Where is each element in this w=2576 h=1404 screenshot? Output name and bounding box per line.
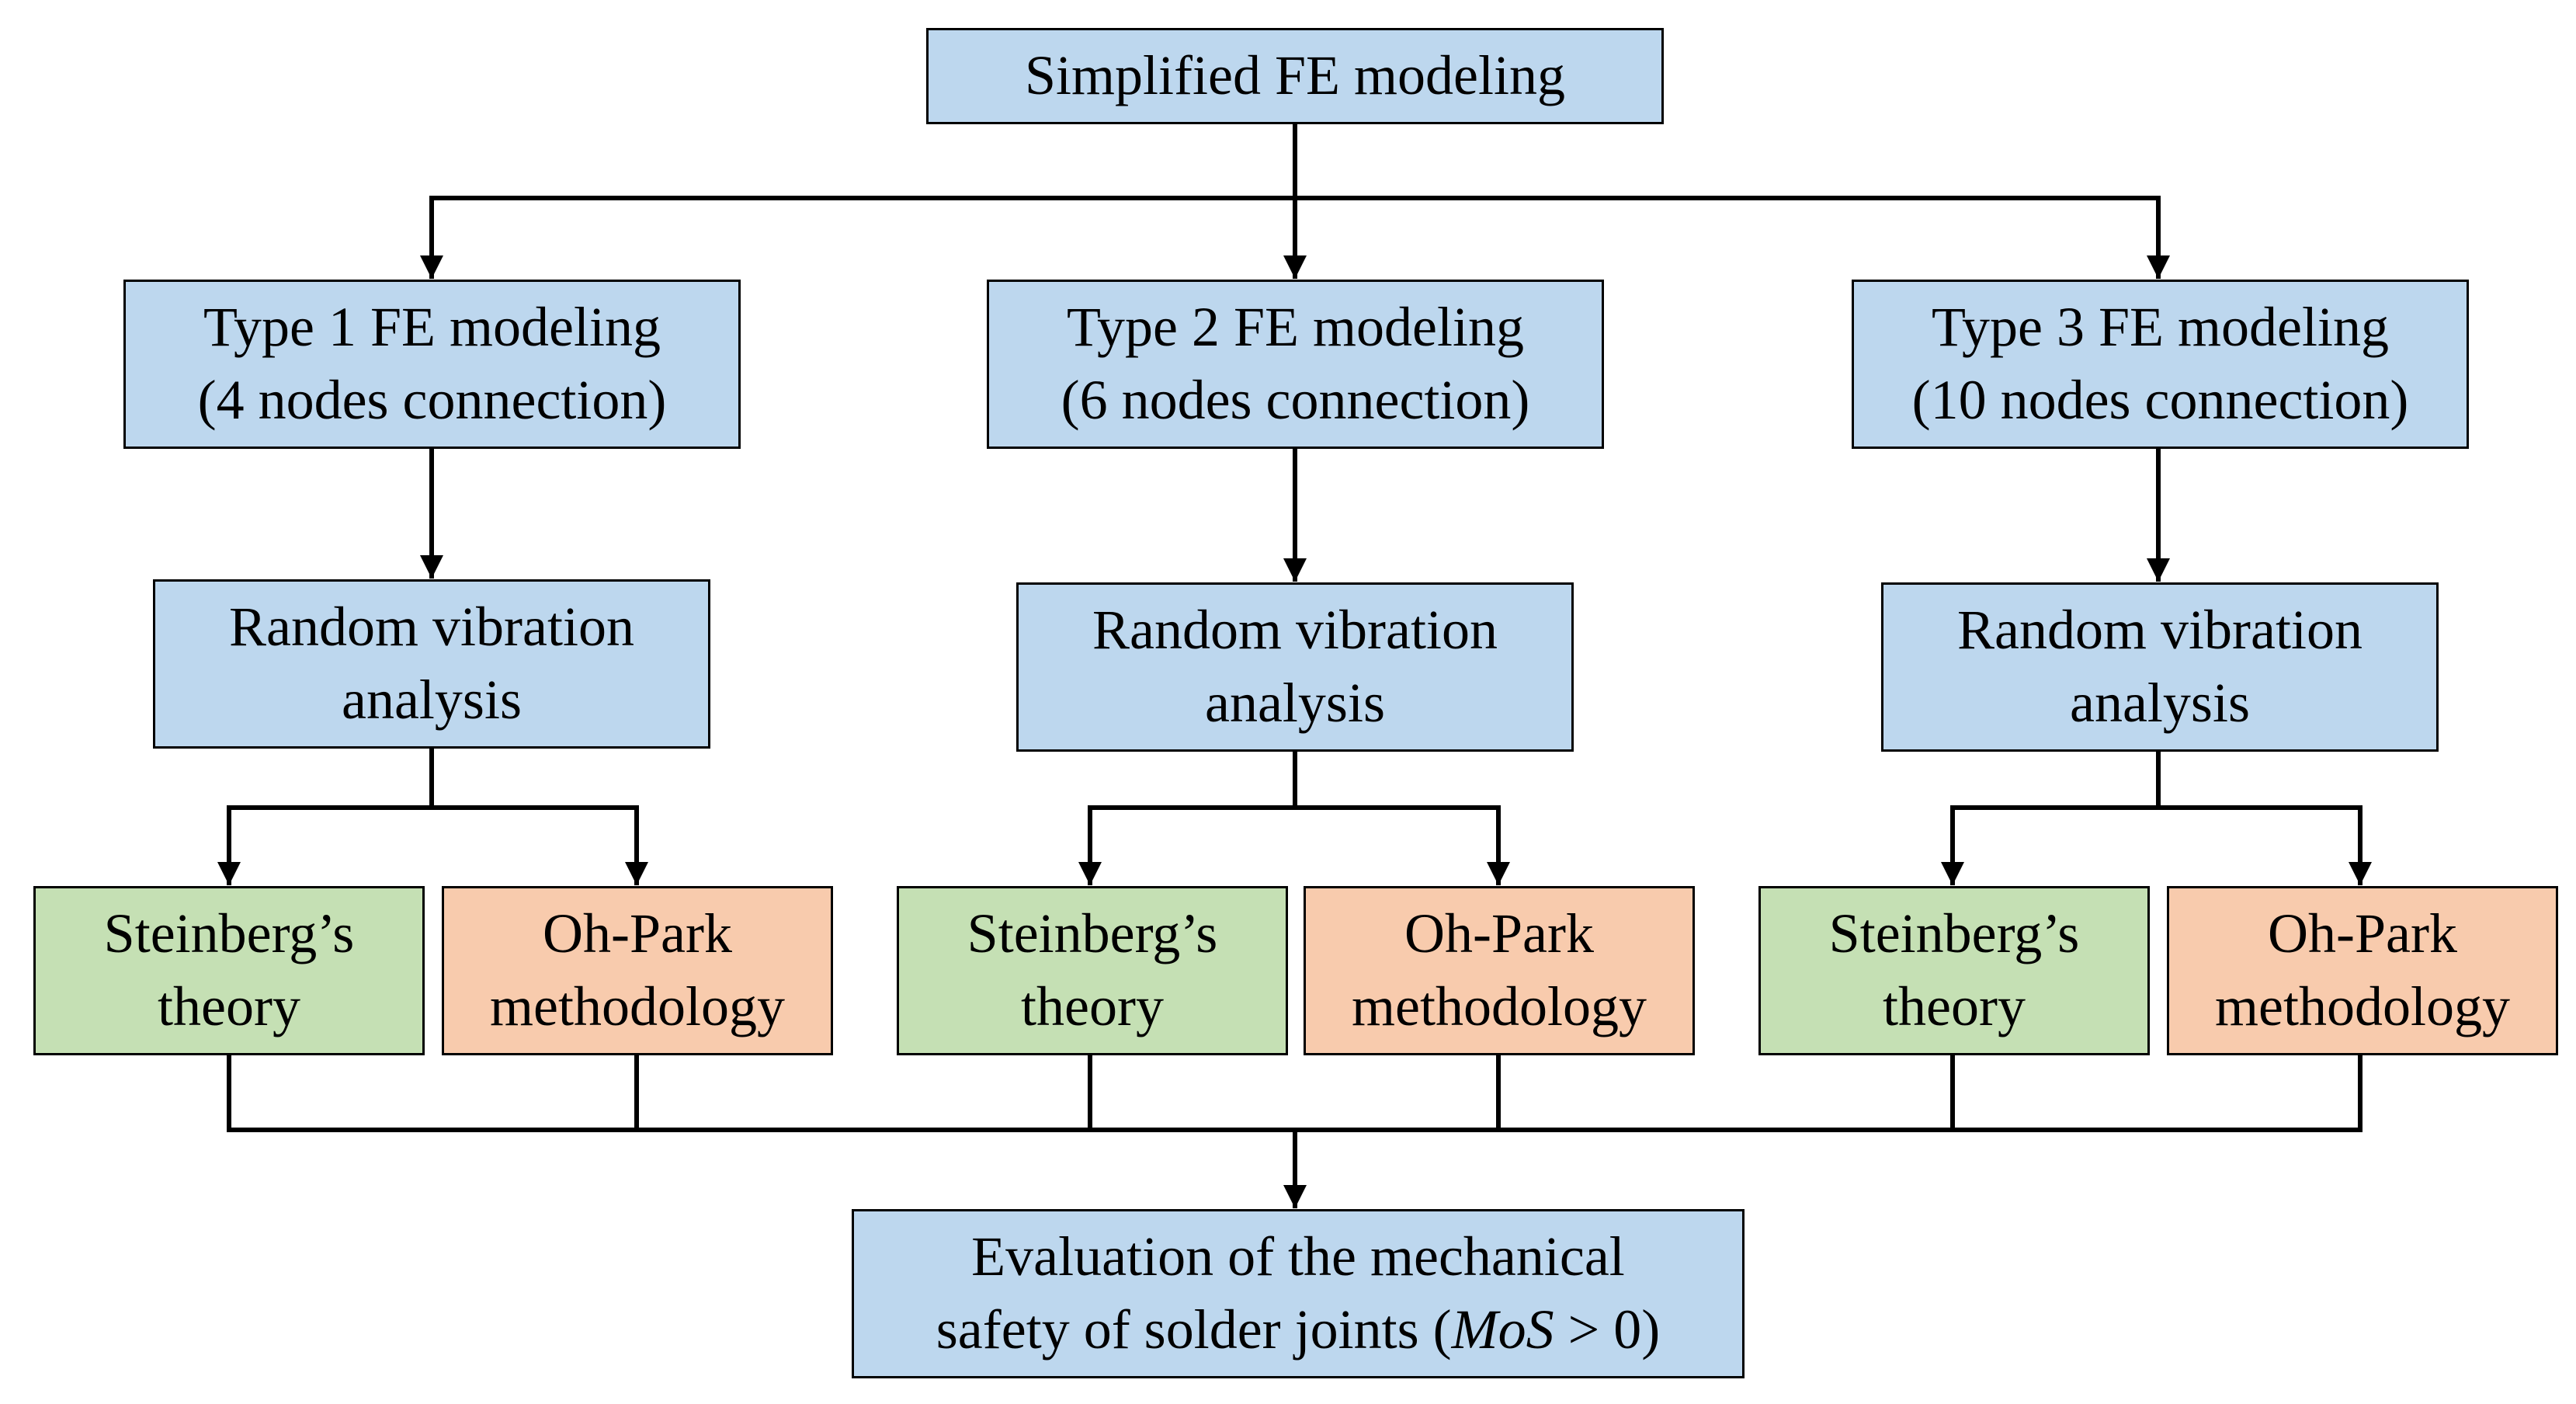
analysis-label-line2: analysis	[342, 669, 522, 731]
type3-subtitle: (10 nodes connection)	[1911, 369, 2409, 431]
ohpark-label-line2: methodology	[1352, 975, 1647, 1037]
analysis-label-line2: analysis	[2070, 672, 2250, 734]
type3-title: Type 3 FE modeling	[1932, 296, 2389, 359]
evaluation-label-line1: Evaluation of the mechanical	[971, 1225, 1625, 1288]
type2-fe-modeling-box: Type 2 FE modeling (6 nodes connection)	[987, 280, 1604, 449]
ohpark-label-line1: Oh-Park	[543, 902, 732, 965]
oh-park-methodology-box-3: Oh-Park methodology	[2167, 886, 2558, 1055]
evaluation-box: Evaluation of the mechanical safety of s…	[852, 1209, 1745, 1378]
random-vibration-analysis-box-3: Random vibration analysis	[1881, 582, 2439, 752]
analysis-label-line1: Random vibration	[1957, 599, 2362, 662]
steinberg-label-line1: Steinberg’s	[967, 902, 1218, 965]
random-vibration-analysis-box-1: Random vibration analysis	[153, 579, 710, 749]
steinberg-theory-box-3: Steinberg’s theory	[1758, 886, 2150, 1055]
oh-park-methodology-box-2: Oh-Park methodology	[1304, 886, 1695, 1055]
type1-title: Type 1 FE modeling	[203, 296, 661, 359]
analysis-label-line2: analysis	[1205, 672, 1385, 734]
random-vibration-analysis-box-2: Random vibration analysis	[1016, 582, 1574, 752]
evaluation-line2-prefix: safety of solder joints (	[936, 1298, 1452, 1361]
steinberg-label-line2: theory	[1021, 975, 1164, 1037]
ohpark-label-line2: methodology	[2215, 975, 2510, 1037]
steinberg-theory-box-1: Steinberg’s theory	[33, 886, 425, 1055]
ohpark-label-line1: Oh-Park	[1404, 902, 1594, 965]
ohpark-label-line2: methodology	[490, 975, 785, 1037]
evaluation-label-line2: safety of solder joints (MoS > 0)	[936, 1294, 1660, 1367]
steinberg-theory-box-2: Steinberg’s theory	[897, 886, 1288, 1055]
evaluation-line2-suffix: > 0)	[1554, 1298, 1661, 1361]
type1-subtitle: (4 nodes connection)	[197, 369, 667, 431]
mos-term: MoS	[1451, 1298, 1554, 1361]
ohpark-label-line1: Oh-Park	[2268, 902, 2457, 965]
simplified-fe-modeling-label: Simplified FE modeling	[1025, 44, 1565, 107]
type3-fe-modeling-box: Type 3 FE modeling (10 nodes connection)	[1852, 280, 2469, 449]
type2-subtitle: (6 nodes connection)	[1061, 369, 1530, 431]
steinberg-label-line1: Steinberg’s	[103, 902, 355, 965]
simplified-fe-modeling-box: Simplified FE modeling	[926, 28, 1664, 124]
type1-fe-modeling-box: Type 1 FE modeling (4 nodes connection)	[123, 280, 741, 449]
type2-title: Type 2 FE modeling	[1067, 296, 1524, 359]
steinberg-label-line2: theory	[158, 975, 300, 1037]
steinberg-label-line1: Steinberg’s	[1828, 902, 2080, 965]
analysis-label-line1: Random vibration	[229, 596, 634, 659]
steinberg-label-line2: theory	[1883, 975, 2026, 1037]
analysis-label-line1: Random vibration	[1092, 599, 1498, 662]
oh-park-methodology-box-1: Oh-Park methodology	[442, 886, 833, 1055]
